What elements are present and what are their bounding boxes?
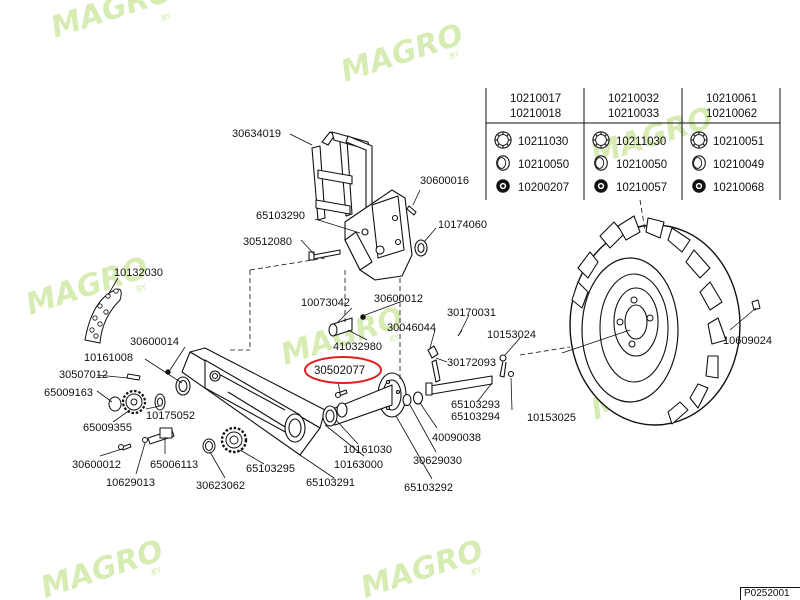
- handle-bracket-drawing: [308, 131, 428, 281]
- part-label: 65103292: [404, 482, 453, 494]
- part-label: 30600014: [130, 336, 179, 348]
- part-label: 65006113: [150, 459, 198, 471]
- watermark-suffix: .BY: [446, 49, 461, 61]
- table-cell: 10210051: [713, 136, 764, 148]
- table-cell: 10210068: [713, 182, 764, 194]
- table-cell: 10200207: [518, 182, 569, 194]
- table-header: 10210033: [608, 108, 659, 120]
- part-label: 30507012: [59, 369, 108, 381]
- part-label: 10629013: [106, 477, 155, 489]
- tube-icon: [496, 179, 510, 193]
- part-label: 10132030: [114, 267, 163, 279]
- rim-ring-icon: [692, 155, 706, 171]
- part-label: 30512080: [243, 236, 292, 248]
- table-cell: 10210049: [713, 159, 764, 171]
- part-label: 10161030: [343, 444, 392, 456]
- watermark-suffix: .BY: [133, 282, 148, 294]
- part-label: 10073042: [301, 297, 350, 309]
- part-label: 10609024: [723, 335, 772, 347]
- table-cell: 10210057: [616, 182, 667, 194]
- table-cell: 10211030: [518, 136, 568, 148]
- wheel-variant-table: [485, 88, 781, 200]
- part-label: 30634019: [232, 128, 281, 140]
- table-header: 10210062: [706, 108, 757, 120]
- part-label: 30600016: [420, 175, 469, 187]
- watermark-text: MAGRO: [47, 0, 178, 46]
- tyre-icon: [592, 131, 610, 149]
- table-cell: 10210050: [518, 159, 569, 171]
- chain-case-drawing: [175, 347, 326, 456]
- left-parts-drawing: [108, 369, 248, 454]
- wheel-variant-table-text: 10210017 10210018 10210032 10210033 1021…: [494, 93, 764, 194]
- table-cell: 10211030: [616, 136, 666, 148]
- rim-ring-icon: [594, 155, 608, 171]
- chain-drawing: [84, 288, 122, 344]
- part-label: 65103291: [306, 477, 355, 489]
- part-label: 65009355: [83, 422, 132, 434]
- part-label: 30600012: [374, 293, 423, 305]
- part-label: 30623062: [196, 480, 245, 492]
- table-header: 10210032: [608, 93, 659, 105]
- part-label: 30600012: [72, 459, 121, 471]
- part-label-highlighted: 30502077: [314, 365, 365, 377]
- watermark-suffix: .BY: [148, 565, 163, 577]
- leader-lines: [96, 133, 757, 480]
- watermark-suffix: .BY: [386, 332, 401, 344]
- part-label: 30629030: [413, 455, 462, 467]
- part-labels: 30634019 30600016 65103290 10174060 3051…: [44, 128, 772, 494]
- rim-ring-icon: [496, 155, 510, 171]
- part-label: 10153025: [527, 412, 576, 424]
- table-header: 10210061: [706, 93, 757, 105]
- highlight-ellipse: [304, 356, 382, 384]
- part-label: 10174060: [438, 219, 487, 231]
- part-label: 30046044: [387, 322, 436, 334]
- watermark-suffix: .BY: [158, 11, 173, 23]
- part-label: 65103293: [451, 399, 500, 411]
- wheel-drawing: [569, 215, 761, 426]
- tyre-icon: [494, 131, 512, 149]
- part-label: 30170031: [447, 307, 496, 319]
- part-label: 65009163: [44, 387, 93, 399]
- table-header: 10210017: [510, 93, 561, 105]
- part-label: 10163000: [334, 459, 383, 471]
- part-label: 10153024: [487, 329, 536, 341]
- tube-icon: [594, 179, 608, 193]
- part-label: 65103295: [246, 463, 295, 475]
- tube-icon: [692, 179, 706, 193]
- part-label: 65103290: [256, 210, 305, 222]
- watermark-text: MAGRO: [37, 533, 168, 600]
- table-header: 10210018: [510, 108, 561, 120]
- part-label: 10161008: [84, 352, 133, 364]
- part-label: 41032980: [333, 341, 382, 353]
- diagram-code-box: P0252001: [740, 587, 800, 600]
- table-cell: 10210050: [616, 159, 667, 171]
- watermark-text: MAGRO: [357, 533, 488, 600]
- hub-parts-drawing: [322, 314, 515, 427]
- part-label: 65103294: [451, 411, 500, 423]
- part-label: 10175052: [146, 410, 195, 422]
- tyre-icon: [690, 131, 708, 149]
- part-label: 30172093: [447, 357, 496, 369]
- watermark-suffix: .BY: [468, 565, 483, 577]
- part-label: 40090038: [432, 432, 481, 444]
